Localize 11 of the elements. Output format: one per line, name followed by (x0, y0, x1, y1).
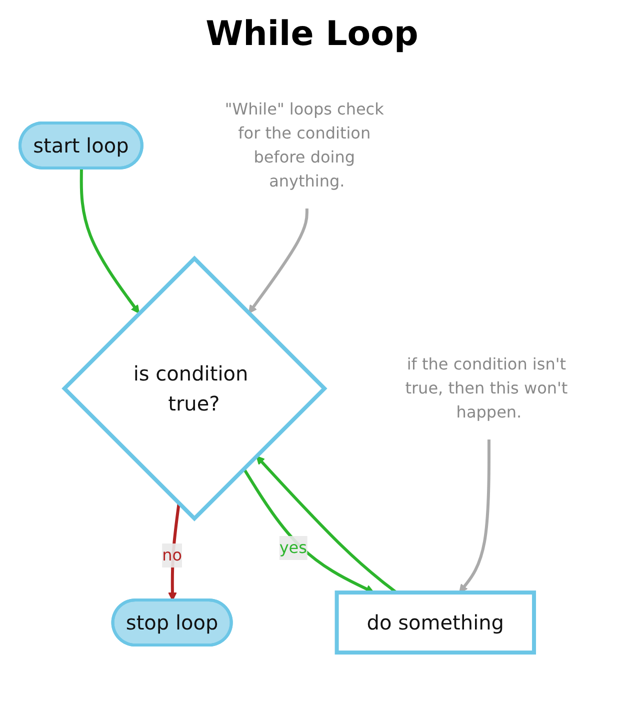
node-diamond: is condition true? (62, 256, 328, 522)
arrow (80, 168, 140, 314)
arrow (242, 468, 374, 594)
arrow (248, 208, 308, 314)
edge-label: no (162, 546, 182, 565)
node-text: "While" loops check for the condition before doing anything. (224, 99, 384, 190)
arrow (459, 440, 490, 593)
node-text: if the condition isn't true, then this won't happen. (405, 354, 568, 422)
title: While Loop (204, 14, 420, 54)
node-box: do something (334, 590, 536, 655)
edge-label: yes (279, 538, 307, 557)
